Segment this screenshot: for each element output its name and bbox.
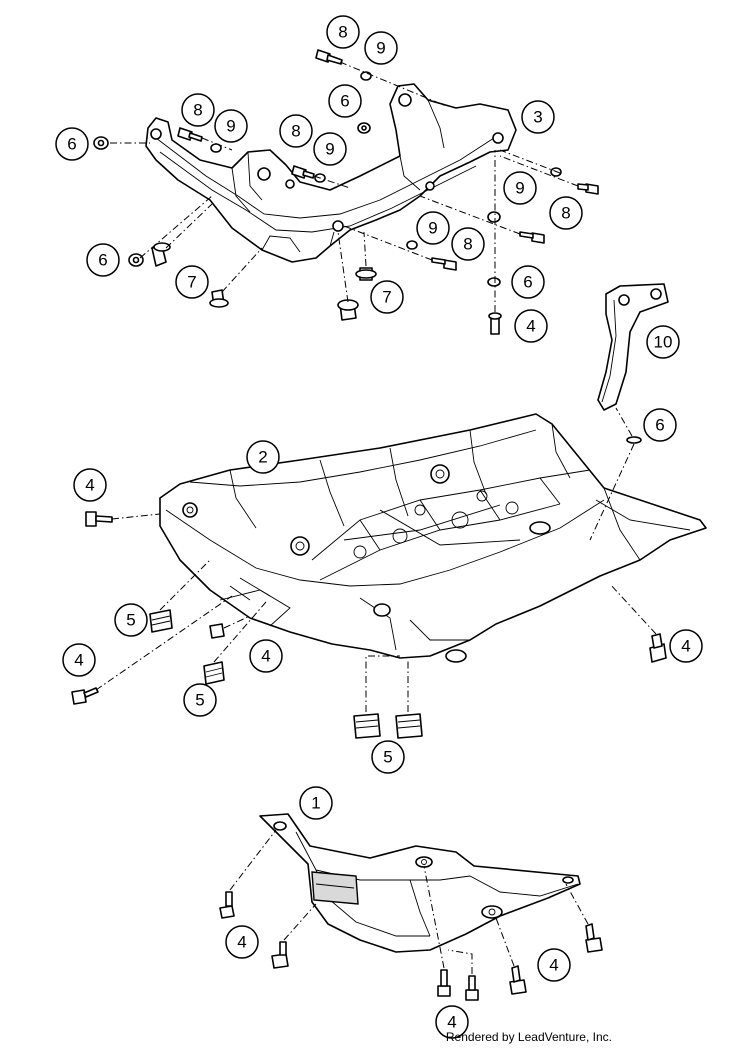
svg-text:4: 4	[85, 476, 94, 495]
svg-text:8: 8	[193, 101, 202, 120]
frame-bracket-part-3	[145, 83, 517, 263]
skid-plate-part-2	[159, 413, 707, 663]
callout-1: 1	[299, 786, 333, 820]
svg-text:8: 8	[561, 204, 570, 223]
callout-6-top: 6	[328, 84, 362, 118]
callout-8-top: 8	[326, 15, 360, 49]
callout-6-right: 6	[511, 265, 545, 299]
svg-text:6: 6	[98, 251, 107, 270]
svg-text:4: 4	[681, 637, 690, 656]
callout-4-skid-left: 4	[73, 468, 107, 502]
svg-text:6: 6	[655, 416, 664, 435]
callout-4-guard-left: 4	[225, 925, 259, 959]
svg-text:5: 5	[195, 691, 204, 710]
svg-text:2: 2	[258, 448, 267, 467]
svg-text:3: 3	[533, 108, 542, 127]
svg-text:9: 9	[428, 219, 437, 238]
svg-text:6: 6	[523, 273, 532, 292]
callout-8-left: 8	[181, 93, 215, 127]
callout-6-left: 6	[55, 127, 89, 161]
svg-text:4: 4	[549, 956, 558, 975]
callout-9-right: 9	[503, 171, 537, 205]
callout-9-left: 9	[214, 109, 248, 143]
callout-4-skid-right: 4	[669, 629, 703, 663]
callout-5-bottom: 5	[371, 740, 405, 774]
svg-text:5: 5	[126, 611, 135, 630]
callout-8-mid: 8	[279, 114, 313, 148]
svg-text:9: 9	[376, 39, 385, 58]
callout-labels: 8 9 6 3 8 9 6 8 9 9 8 9 8 6 7 7 6 4 10 6…	[55, 15, 703, 1039]
callout-7-mid: 7	[370, 280, 404, 314]
callout-4-skid-mid: 4	[249, 639, 283, 673]
callout-5-mid: 5	[183, 683, 217, 717]
svg-text:7: 7	[382, 288, 391, 307]
frame-fasteners	[93, 49, 599, 335]
callout-6-bracket: 6	[643, 408, 677, 442]
skid-plate-fasteners	[71, 443, 667, 739]
svg-text:6: 6	[67, 135, 76, 154]
svg-text:7: 7	[187, 273, 196, 292]
svg-text:9: 9	[515, 179, 524, 198]
svg-text:4: 4	[526, 317, 535, 336]
bracket-part-10	[597, 283, 669, 444]
callout-10: 10	[646, 325, 680, 359]
svg-text:8: 8	[338, 23, 347, 42]
callout-2: 2	[246, 440, 280, 474]
svg-text:4: 4	[237, 933, 246, 952]
callout-4-guard-right: 4	[537, 948, 571, 982]
callout-9-mid: 9	[313, 132, 347, 166]
callout-8-right: 8	[549, 196, 583, 230]
callout-9-lower: 9	[416, 211, 450, 245]
callout-5-left: 5	[114, 603, 148, 637]
svg-text:4: 4	[261, 647, 270, 666]
svg-text:1: 1	[311, 794, 320, 813]
callout-9-top: 9	[364, 31, 398, 65]
frame-leader-lines	[110, 61, 579, 312]
svg-text:4: 4	[447, 1013, 456, 1032]
callout-4-skid-lower-left: 4	[62, 643, 96, 677]
callout-4-guard-bottom: 4	[435, 1005, 469, 1039]
lower-guard-fasteners	[219, 829, 603, 1001]
svg-text:9: 9	[226, 117, 235, 136]
callout-7-left: 7	[175, 265, 209, 299]
callout-4-right: 4	[514, 309, 548, 343]
svg-text:4: 4	[74, 651, 83, 670]
callout-6-bushing-left: 6	[86, 243, 120, 277]
callout-3: 3	[521, 100, 555, 134]
svg-text:9: 9	[325, 140, 334, 159]
svg-text:10: 10	[654, 333, 673, 352]
render-credit: Rendered by LeadVenture, Inc.	[445, 1030, 612, 1044]
svg-text:8: 8	[291, 122, 300, 141]
svg-text:6: 6	[340, 92, 349, 111]
callout-8-lower: 8	[451, 227, 485, 261]
lower-guard-part-1	[259, 813, 581, 953]
svg-text:8: 8	[463, 235, 472, 254]
svg-text:5: 5	[383, 748, 392, 767]
